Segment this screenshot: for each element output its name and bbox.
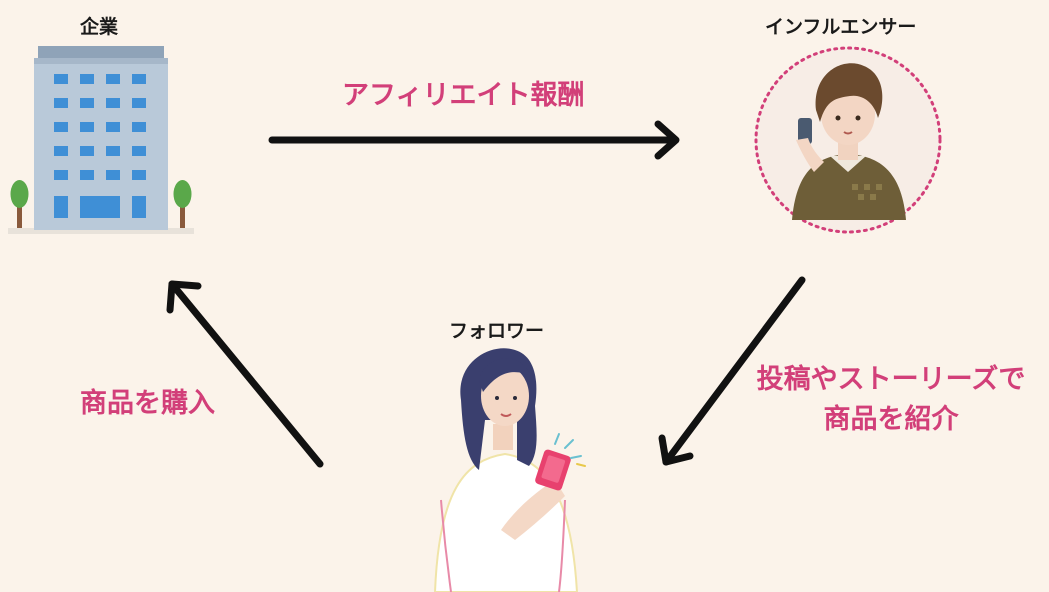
purchase-label: 商品を購入 (80, 388, 215, 419)
woman-with-phone-icon (405, 340, 605, 592)
affiliate-reward-arrow (268, 118, 688, 162)
influencer-avatar-icon (752, 44, 944, 236)
company-label: 企業 (80, 16, 119, 38)
affiliate-reward-label: アフィリエイト報酬 (342, 80, 585, 111)
introduce-label-line1: 投稿やストーリーズで (756, 364, 1026, 395)
follower-label: フォロワー (449, 320, 545, 342)
introduce-arrow (652, 272, 812, 472)
introduce-label: 投稿やストーリーズで 商品を紹介 (746, 360, 1036, 440)
office-building-icon (4, 40, 199, 236)
influencer-label: インフルエンサー (765, 16, 917, 38)
introduce-label-line2: 商品を紹介 (823, 404, 959, 435)
purchase-arrow (160, 272, 330, 472)
